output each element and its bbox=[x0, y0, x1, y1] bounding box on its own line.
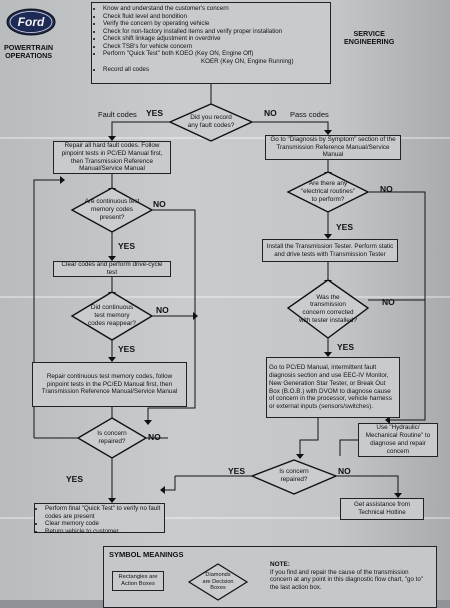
label-yes: YES bbox=[146, 108, 164, 118]
final-checklist: Perform final "Quick Test" to verify no … bbox=[37, 505, 162, 535]
checklist-item: Record all codes bbox=[103, 66, 294, 74]
checklist-item-koer: KOER (Key ON, Engine Running) bbox=[201, 57, 294, 65]
action-box-technical-hotline: Get assistance from Technical Hotline bbox=[340, 498, 424, 520]
label-fault-codes: Fault codes bbox=[98, 110, 137, 119]
ford-logo: Ford bbox=[6, 8, 56, 36]
legend-title: SYMBOL MEANINGS bbox=[109, 550, 184, 559]
checklist-item: Check shift linkage adjustment in overdr… bbox=[103, 35, 294, 43]
legend-note-text: If you find and repair the cause of the … bbox=[270, 569, 423, 591]
label-yes: YES bbox=[228, 466, 246, 476]
decision-diamond-codes-reappear bbox=[70, 291, 154, 341]
decision-text: Did you record any fault codes? bbox=[187, 114, 235, 129]
action-box-install-tester: Install the Transmission Tester. Perform… bbox=[262, 239, 398, 262]
decision-diamond-concern-repaired-right bbox=[250, 459, 338, 495]
label-yes: YES bbox=[337, 342, 355, 352]
label-no: NO bbox=[148, 432, 161, 442]
label-no: NO bbox=[264, 108, 277, 118]
decision-text: Is concern repaired? bbox=[279, 468, 309, 483]
label-no: NO bbox=[156, 305, 169, 315]
paper-fold bbox=[0, 517, 450, 519]
decision-text: Did continuous test memory codes reappea… bbox=[88, 304, 136, 327]
action-box-repair-hard-codes: Repair all hard fault codes. Follow pinp… bbox=[53, 141, 171, 174]
header-left-title: POWERTRAIN OPERATIONS bbox=[4, 43, 54, 61]
label-yes: YES bbox=[66, 474, 84, 484]
checklist-item: Check for non-factory installed items an… bbox=[103, 28, 294, 36]
decision-diamond-continuous-codes bbox=[70, 187, 154, 233]
label-yes: YES bbox=[118, 344, 136, 354]
action-box-pced-intermittent: Go to PC/ED Manual, intermittent fault d… bbox=[266, 357, 400, 418]
action-box-hydraulic-routine: Use "Hydraulic/ Mechanical Routine" to d… bbox=[358, 423, 438, 457]
decision-diamond-fault-codes bbox=[168, 103, 254, 142]
checklist-item: Know and understand the customer's conce… bbox=[103, 5, 294, 13]
legend-diamond-text: Diamonds are Decision Boxes bbox=[202, 571, 234, 592]
final-item: Return vehicle to customer bbox=[45, 528, 162, 536]
label-no: NO bbox=[338, 466, 351, 476]
decision-text: Are there any "electrical routines" to p… bbox=[300, 180, 356, 203]
decision-diamond-concern-repaired-left bbox=[76, 417, 148, 459]
label-yes: YES bbox=[336, 222, 354, 232]
legend-note-title: NOTE: bbox=[270, 561, 290, 568]
paper-fold bbox=[0, 137, 450, 139]
decision-text: Are continuous test memory codes present… bbox=[84, 198, 140, 221]
decision-text: Was the transmission concern corrected w… bbox=[299, 293, 357, 324]
label-pass-codes: Pass codes bbox=[290, 110, 329, 119]
label-no: NO bbox=[153, 199, 166, 209]
checklist-item: Check fluid level and bondition bbox=[103, 13, 294, 21]
symbol-legend: SYMBOL MEANINGS Rectangles are Action Bo… bbox=[103, 546, 437, 608]
checklist-item: Perform "Quick Test" both KOEO (Key ON, … bbox=[103, 50, 294, 58]
action-box-diagnosis-by-symptom: Go to "Diagnosis by Symptom" section of … bbox=[265, 135, 401, 160]
decision-text: Is concern repaired? bbox=[97, 430, 127, 445]
action-box-clear-codes: Clear codes and perform drive-cycle test bbox=[53, 261, 171, 277]
label-no: NO bbox=[380, 184, 393, 194]
header-right-title: SERVICE ENGINEERING bbox=[344, 29, 395, 47]
action-box-repair-continuous: Repair continuous test memory codes, fol… bbox=[32, 362, 187, 407]
checklist-item: Check TSB's for vehicle concern bbox=[103, 43, 294, 51]
label-no: NO bbox=[382, 297, 395, 307]
start-checklist: Know and understand the customer's conce… bbox=[95, 5, 294, 73]
action-box-final: Perform final "Quick Test" to verify no … bbox=[34, 503, 165, 535]
final-item: Clear memory code bbox=[45, 520, 162, 528]
decision-diamond-tester-corrected bbox=[286, 279, 370, 339]
legend-rectangle-symbol: Rectangles are Action Boxes bbox=[112, 571, 164, 591]
final-item: Perform final "Quick Test" to verify no … bbox=[45, 505, 162, 520]
start-action-box: Know and understand the customer's conce… bbox=[91, 2, 331, 84]
checklist-item: Verify the concern by operating vehicle bbox=[103, 20, 294, 28]
decision-diamond-electrical-routines bbox=[286, 171, 370, 213]
paper-fold bbox=[0, 296, 450, 298]
ford-logo-text: Ford bbox=[18, 15, 45, 29]
label-yes: YES bbox=[118, 241, 136, 251]
